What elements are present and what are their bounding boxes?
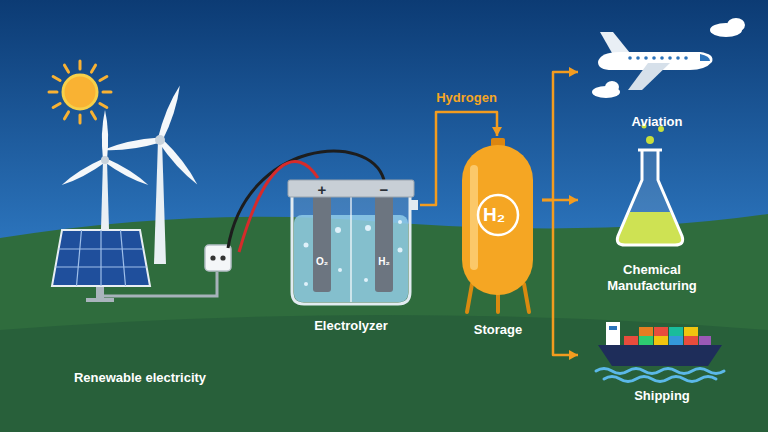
connector [542,200,578,360]
sun-ray [100,104,107,108]
plane-window [660,56,664,60]
cathode [375,194,393,292]
bubbles [304,220,403,286]
connector-line [542,200,578,355]
ship-bridge [606,322,620,345]
plane-window [644,56,648,60]
tank-highlight [470,165,478,270]
use-shipping: Shipping [578,300,746,408]
sun-rays [49,61,111,123]
arrowhead [569,195,578,205]
anode [313,194,331,292]
plane-tail [600,32,630,53]
sun-ray [65,65,69,72]
sun [63,75,97,109]
connector-line [420,112,497,205]
ship-hull [598,345,722,366]
solar-panel [52,230,150,286]
caption: Shipping [578,388,746,404]
sun-ray [65,112,69,119]
plane-window [652,56,656,60]
sun-ray [100,77,107,81]
arrowhead [569,350,578,360]
tank-badge [478,195,518,235]
caption: Renewable electricity [41,370,239,386]
sun-ray [79,115,82,123]
electrode-label: H₂ [378,256,390,268]
connector [542,67,578,200]
socket-hole [210,255,215,260]
cockpit [700,54,710,61]
electrolyzer: Electrolyzer [282,178,420,338]
sun-ray [53,104,60,108]
plane-window [628,56,632,60]
turbine-tower [154,140,166,264]
edge-label: Hydrogen [436,90,497,106]
storage-tank [462,145,533,295]
sun-ray [49,91,57,94]
caption: Chemical Manufacturing [578,262,726,294]
sun-ray [103,91,111,94]
electrode-label: O₂ [316,256,328,268]
ship-window [609,326,617,330]
panel-grid [55,230,146,286]
renewable-source: Renewable electricity [41,60,239,390]
plane-window [684,56,688,60]
plane-wing [628,63,670,90]
turbine-blades [102,84,200,187]
caption: Storage [454,322,542,338]
cloud [710,18,745,37]
arrowhead [569,67,578,77]
connector [420,112,502,205]
waves [596,369,724,382]
outlet [410,200,418,210]
flask-rim [638,149,662,152]
socket-hole [220,255,225,260]
terminal-bar [288,180,414,197]
storage-tank-node: H₂ Storage [454,136,542,342]
sun-ray [92,65,96,72]
connector-line [239,162,318,252]
plane-window [676,56,680,60]
turbine-blades [60,110,150,188]
sun-ray [79,61,82,69]
connector [239,162,318,252]
plane-window [668,56,672,60]
caption: Aviation [578,114,736,130]
separator [350,197,352,302]
plane-windows [628,56,688,60]
cable [104,272,217,296]
sun-ray [92,112,96,119]
use-chemical: Chemical Manufacturing [578,138,726,298]
arrowhead [492,127,502,136]
cloud [592,81,620,98]
terminal-sign: − [380,182,389,197]
connector-line [542,72,578,200]
terminal-sign: + [318,182,327,197]
containers [624,327,711,345]
caption: Electrolyzer [282,318,420,334]
tank-label: H₂ [483,204,505,226]
plane-window [636,56,640,60]
use-aviation: Aviation [578,22,736,134]
socket [205,245,231,271]
flask [617,150,682,245]
sun-ray [53,77,60,81]
panel-stand [86,298,114,302]
ground-shade [0,315,768,432]
